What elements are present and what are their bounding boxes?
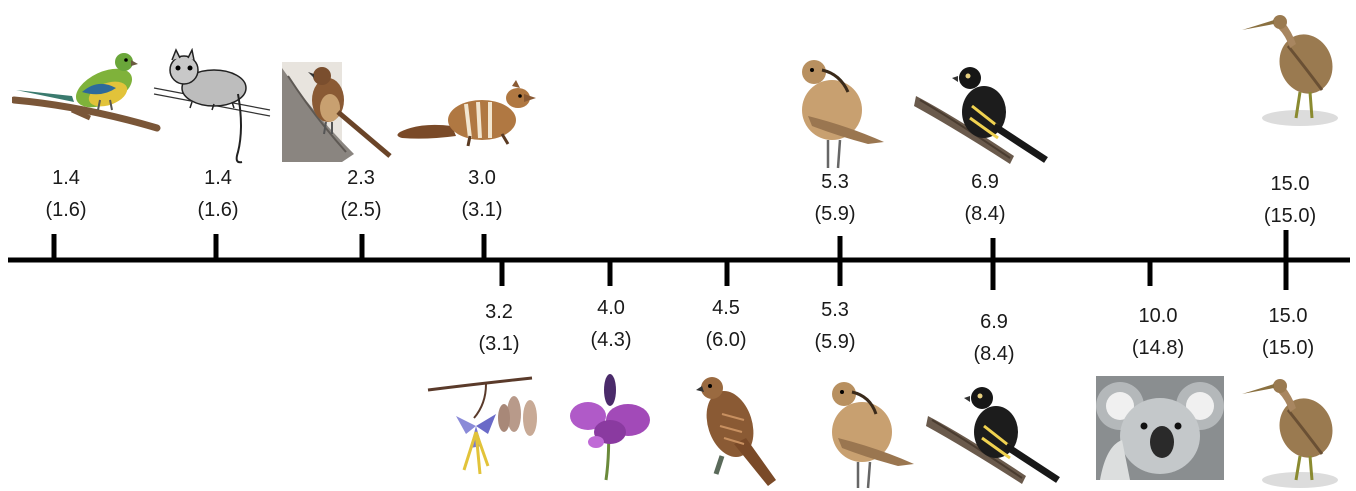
top-label-3-paren: (2.5) — [301, 194, 421, 226]
bottom-label-2-value: 4.0 — [551, 292, 671, 324]
bottom-label-2: 4.0 (4.3) — [551, 292, 671, 356]
top-label-5-value: 5.3 — [775, 166, 895, 198]
top-label-2-paren: (1.6) — [158, 194, 278, 226]
bittern-icon — [1238, 372, 1340, 490]
bottom-label-4: 5.3 (5.9) — [775, 294, 895, 358]
bristlebird-icon — [282, 62, 394, 162]
top-label-7: 15.0 (15.0) — [1230, 168, 1350, 232]
bottom-label-6-value: 10.0 — [1098, 300, 1218, 332]
top-label-3-value: 2.3 — [301, 162, 421, 194]
top-label-4-paren: (3.1) — [422, 194, 542, 226]
bottom-label-5: 6.9 (8.4) — [934, 306, 1054, 370]
bittern-icon — [1238, 6, 1340, 128]
honeyeater-icon — [914, 66, 1054, 166]
bottom-label-3-paren: (6.0) — [666, 324, 786, 356]
bottom-label-1-paren: (3.1) — [439, 328, 559, 360]
hawk-icon — [694, 374, 780, 490]
top-label-4-value: 3.0 — [422, 162, 542, 194]
bottom-label-6: 10.0 (14.8) — [1098, 300, 1218, 364]
top-label-7-value: 15.0 — [1230, 168, 1350, 200]
orchid-icon — [426, 374, 544, 484]
top-label-6-value: 6.9 — [925, 166, 1045, 198]
top-label-5: 5.3 (5.9) — [775, 166, 895, 230]
curlew-icon — [818, 380, 918, 490]
bottom-label-7: 15.0 (15.0) — [1228, 300, 1348, 364]
bottom-label-3-value: 4.5 — [666, 292, 786, 324]
bottom-label-3: 4.5 (6.0) — [666, 292, 786, 356]
top-label-1: 1.4 (1.6) — [6, 162, 126, 226]
possum-icon — [152, 48, 274, 168]
bottom-label-4-paren: (5.9) — [775, 326, 895, 358]
top-label-3: 2.3 (2.5) — [301, 162, 421, 226]
bottom-label-7-paren: (15.0) — [1228, 332, 1348, 364]
pea-flower-icon — [566, 372, 660, 482]
bottom-label-5-value: 6.9 — [934, 306, 1054, 338]
bottom-label-1: 3.2 (3.1) — [439, 296, 559, 360]
top-label-6-paren: (8.4) — [925, 198, 1045, 230]
bottom-label-7-value: 15.0 — [1228, 300, 1348, 332]
honeyeater-icon — [926, 386, 1066, 486]
top-label-6: 6.9 (8.4) — [925, 166, 1045, 230]
top-label-1-value: 1.4 — [6, 162, 126, 194]
bottom-label-2-paren: (4.3) — [551, 324, 671, 356]
bottom-label-5-paren: (8.4) — [934, 338, 1054, 370]
koala-icon — [1096, 376, 1224, 480]
top-label-5-paren: (5.9) — [775, 198, 895, 230]
top-label-4: 3.0 (3.1) — [422, 162, 542, 226]
top-label-2: 1.4 (1.6) — [158, 162, 278, 226]
bottom-label-6-paren: (14.8) — [1098, 332, 1218, 364]
top-label-1-paren: (1.6) — [6, 194, 126, 226]
curlew-icon — [788, 56, 888, 170]
parrot-icon — [12, 48, 162, 138]
bottom-label-1-value: 3.2 — [439, 296, 559, 328]
numbat-icon — [390, 80, 540, 150]
bottom-label-4-value: 5.3 — [775, 294, 895, 326]
top-label-7-paren: (15.0) — [1230, 200, 1350, 232]
